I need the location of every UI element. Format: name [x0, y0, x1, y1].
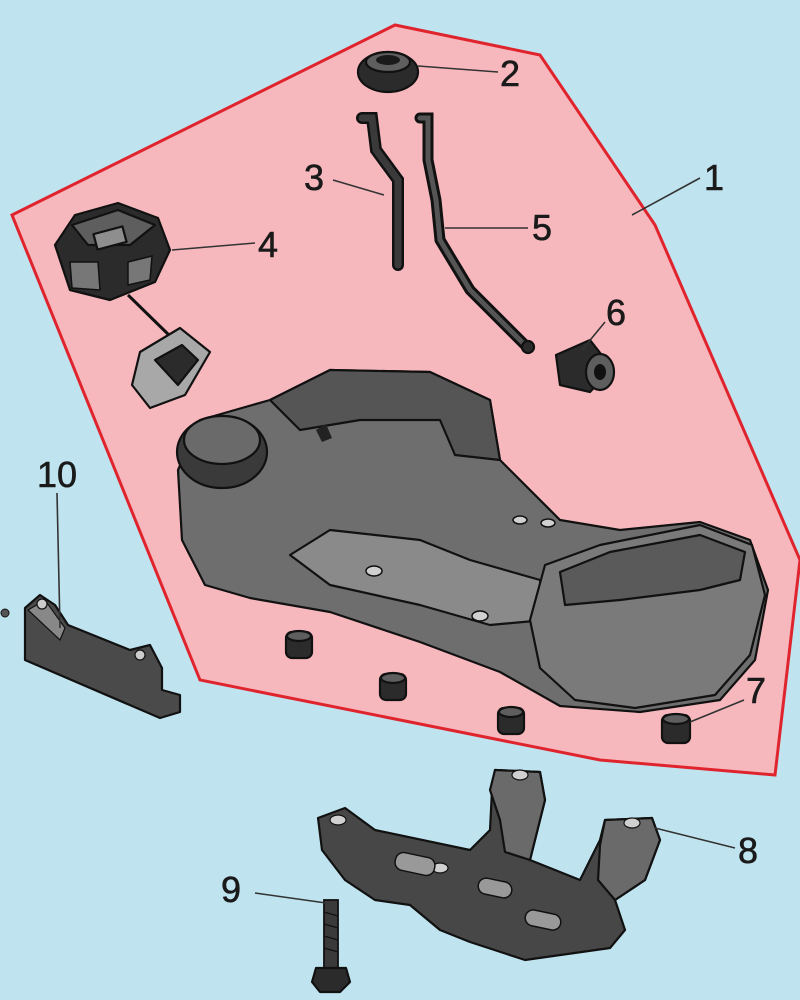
grommet-part [356, 50, 420, 94]
fuel-tank-part [175, 368, 770, 714]
callout-6: 6 [606, 292, 626, 333]
callout-2: 2 [500, 53, 520, 94]
bolt-part [310, 899, 352, 994]
leader-7 [689, 699, 745, 723]
rubber-mount [284, 629, 314, 660]
leader-lines [56, 65, 745, 904]
callout-1: 1 [704, 157, 724, 198]
callout-5: 5 [532, 207, 552, 248]
callout-3: 3 [304, 157, 324, 198]
rubber-mount [378, 671, 408, 702]
callout-10: 10 [37, 454, 77, 495]
callout-7: 7 [746, 670, 766, 711]
leader-2 [417, 65, 499, 73]
leader-6 [581, 321, 606, 351]
rubber-mounts-part [284, 629, 692, 745]
side-plate-part [0, 593, 182, 720]
rubber-mount [660, 712, 692, 745]
leader-1 [631, 177, 701, 216]
rubber-mount [496, 705, 526, 736]
leader-3 [332, 179, 385, 196]
callout-4: 4 [258, 224, 278, 265]
fuel-filter-part [554, 338, 616, 394]
fuel-cap-part [53, 201, 212, 410]
fuel-hose-part [414, 112, 536, 355]
leader-9 [254, 892, 327, 904]
leader-10 [56, 492, 61, 629]
callout-labels: 1 2 3 4 5 6 7 8 9 10 [37, 53, 767, 911]
callout-8: 8 [738, 830, 758, 871]
callout-9: 9 [221, 869, 241, 910]
tank-bracket-part [316, 768, 662, 962]
breather-hose-part [356, 112, 404, 271]
leader-4 [171, 242, 256, 251]
leader-8 [654, 827, 736, 849]
